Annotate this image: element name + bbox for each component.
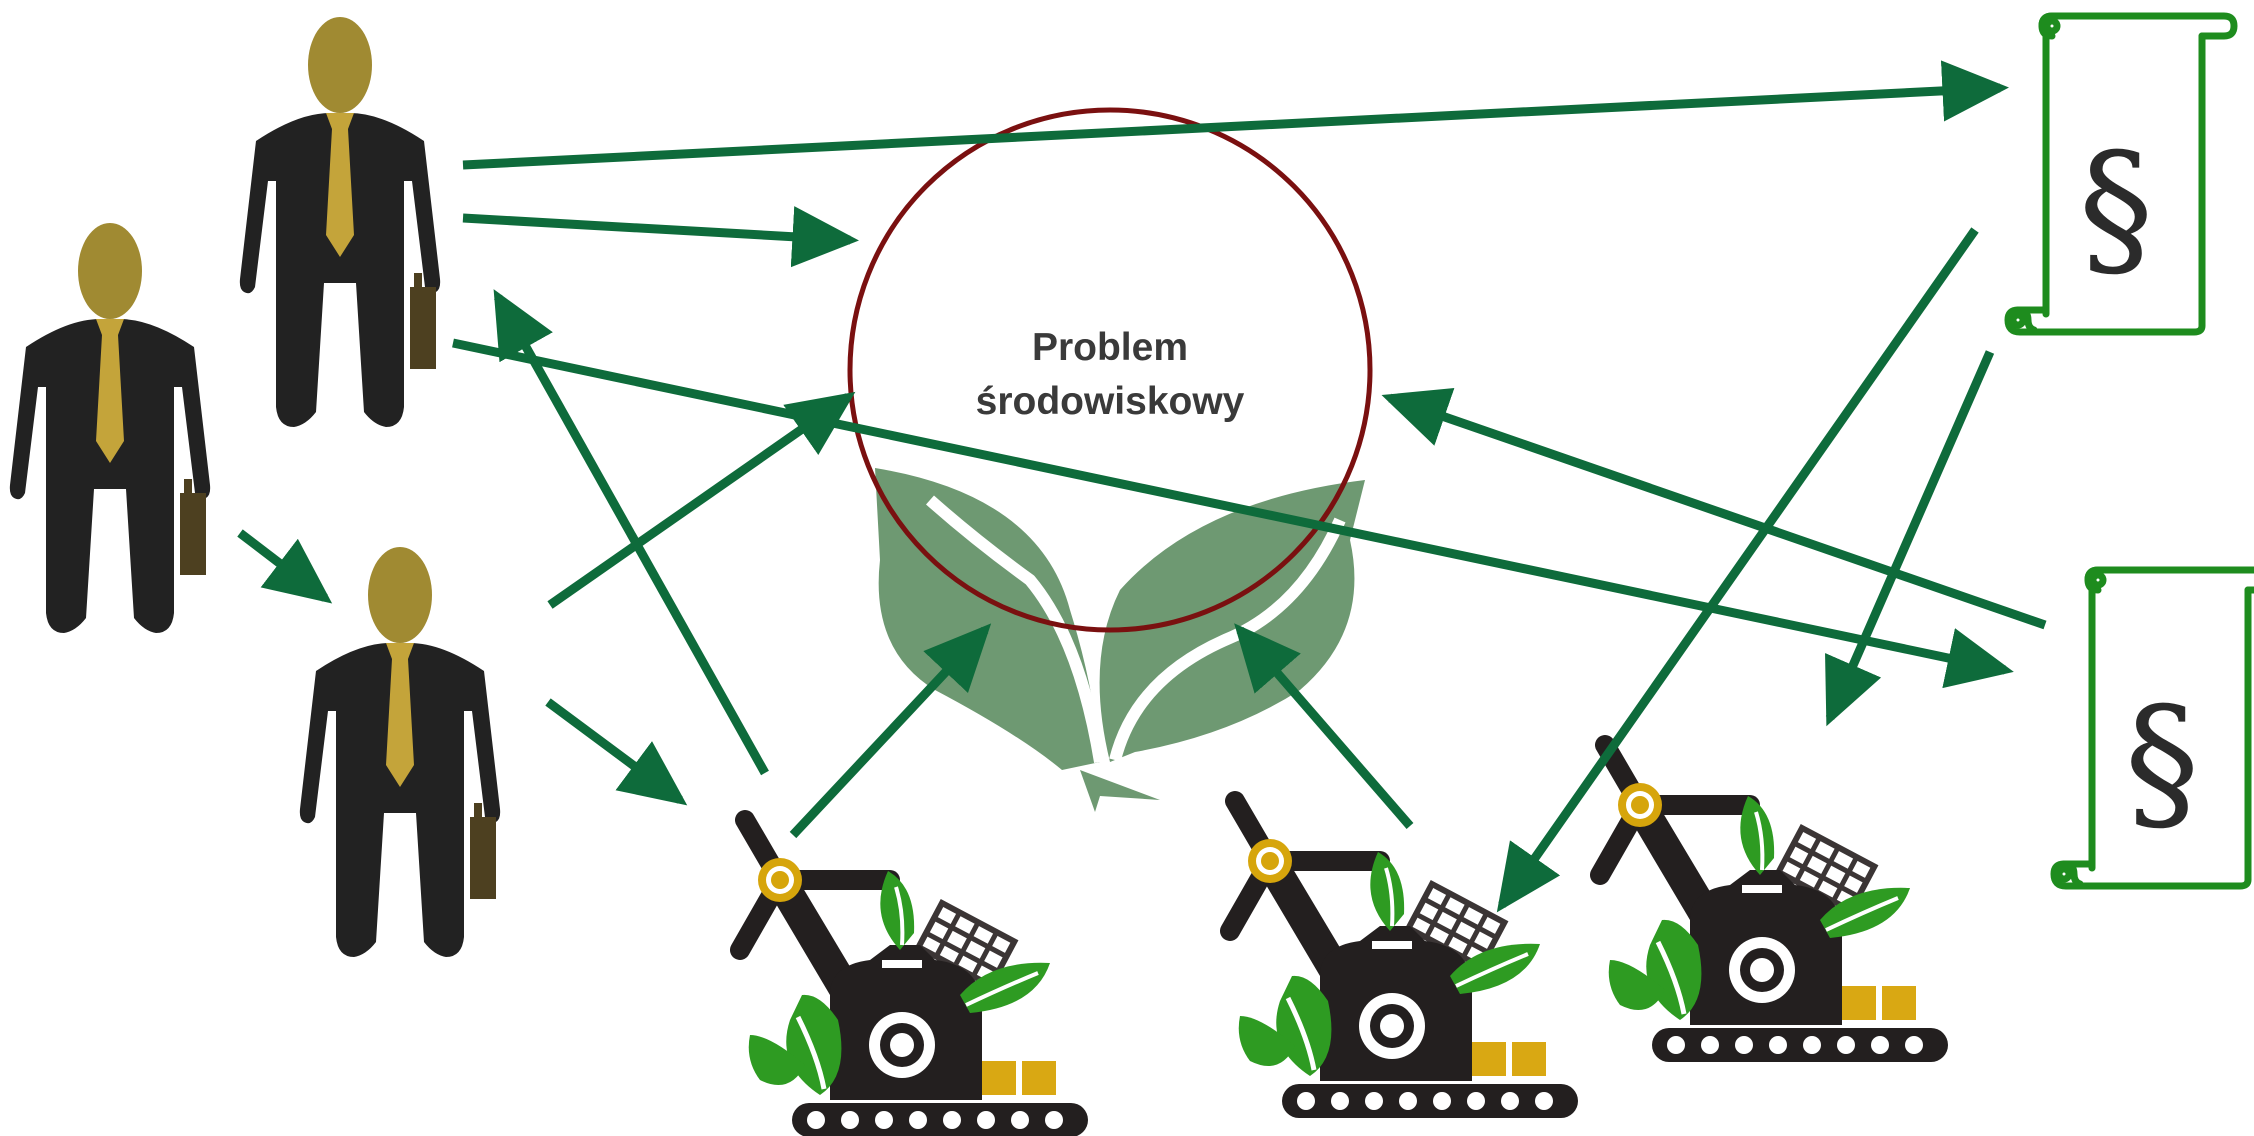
- arrow-businessman-to-law-top: [462, 60, 2009, 170]
- green-factory-icon-left: [740, 820, 1088, 1136]
- arrow-factory-to-businessman: [493, 289, 769, 776]
- green-factory-icon-right: [1600, 745, 1948, 1062]
- arrow-factory-left-to-leaf: [789, 623, 992, 839]
- paragraph-symbol: §: [2125, 676, 2200, 850]
- businessman-icon-top: [239, 17, 441, 427]
- arrow-factory-middle-to-leaf: [1234, 623, 1414, 829]
- green-factory-icon-middle: [1230, 801, 1578, 1118]
- arrow-law-top-to-factory-middle: [1496, 227, 1979, 913]
- law-scroll-icon-top: §: [2008, 16, 2234, 332]
- arrow-businessman-to-factory: [545, 698, 688, 806]
- arrow-businessman-bottom-to-problem: [547, 391, 856, 609]
- paragraph-symbol: §: [2079, 122, 2154, 296]
- arrow-businessman-to-law-bottom: [452, 338, 2014, 689]
- problem-label-line1: Problem: [1032, 326, 1188, 369]
- arrow-businessman-to-businessman: [237, 529, 333, 604]
- arrow-law-bottom-to-problem: [1381, 387, 2047, 630]
- problem-label-line2: środowiskowy: [976, 380, 1245, 423]
- arrow-businessman-to-problem: [462, 206, 859, 268]
- arrow-law-top-to-factory-right: [1825, 350, 1995, 727]
- leaf-icon: [875, 468, 1365, 812]
- businessman-icon-left: [9, 223, 211, 633]
- businessman-icon-bottom: [299, 547, 501, 957]
- problem-circle: [847, 107, 1373, 633]
- law-scroll-icon-bottom: §: [2054, 570, 2254, 886]
